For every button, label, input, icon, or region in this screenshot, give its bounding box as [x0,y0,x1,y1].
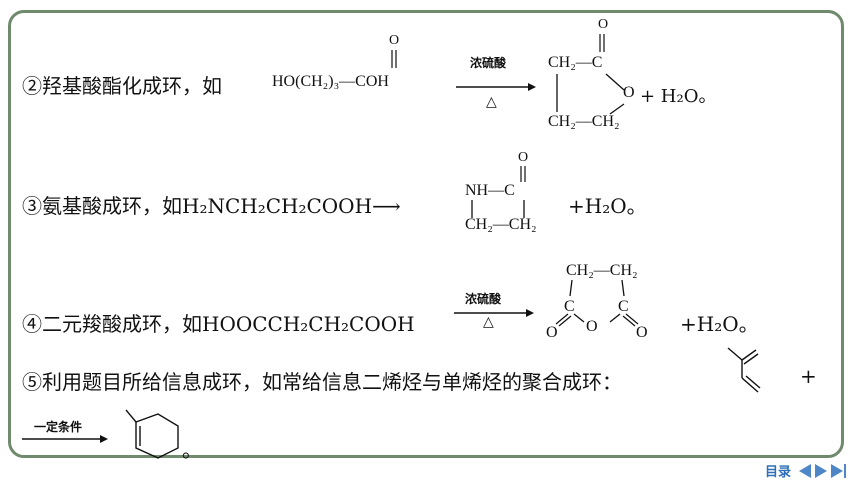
hydroxy-acid-formula: HO(CH₂)₃—COH [272,73,389,90]
plus-water-3: +H₂O。 [680,312,759,336]
carbonyl-o-label: O [389,33,400,48]
cyclohexene-structure [125,409,179,459]
anhydride-o-left: O [546,324,558,341]
lactam-o-top: O [518,150,529,165]
line-end-mark: 。 [182,438,202,462]
plus-water-2: +H₂O。 [568,194,647,218]
condition-bottom-2: △ [483,315,494,330]
lactone-double-bond [599,34,605,52]
anhydride-c-left: C [564,298,575,315]
lactone-ring-o: O [623,84,635,101]
line-diene-text: ⑤利用题目所给信息成环，如常给信息二烯烃与单烯烃的聚合成环： [22,370,622,394]
condition-top-1: 浓硫酸 [470,56,507,70]
reaction-arrow-2 [454,309,534,317]
condition-top-2: 浓硫酸 [465,292,502,306]
lactam-ring-bonds [471,200,525,218]
anhydride-o-mid: O [586,318,598,335]
content-frame [8,10,844,458]
lactone-top: CH₂—C [548,54,603,71]
slide-nav: 目录 [765,461,846,480]
condition-top-3: 一定条件 [34,420,83,434]
next-icon[interactable] [815,463,827,478]
line-hydroxy-acid-text: ②羟基酸酯化成环，如 [22,74,222,98]
anhydride-c-right: C [618,298,629,315]
reaction-arrow-3 [22,435,108,443]
line-amino-acid-text: ③氨基酸成环，如H₂NCH₂CH₂COOH⟶ [22,194,401,218]
prev-icon[interactable] [799,463,811,478]
last-icon[interactable] [831,463,846,478]
plus-water-1: + H₂O。 [640,86,717,107]
line-diacid-text: ④二元羧酸成环，如HOOCCH₂CH₂COOH [22,312,415,336]
anhydride-top: CH₂—CH₂ [566,262,638,279]
diene-structure [727,347,761,393]
condition-bottom-1: △ [486,95,497,110]
reaction-arrow-1 [456,83,536,91]
lactone-ring-bonds [556,73,625,115]
carbonyl-double-bond [391,50,397,68]
plus-sign: + [800,364,817,388]
lactam-top: NH—C [465,182,515,199]
lactone-bottom: CH₂—CH₂ [548,113,620,130]
lactam-double-bond [520,166,526,182]
toc-link[interactable]: 目录 [764,465,791,480]
lactam-bottom: CH₂—CH₂ [465,216,537,233]
lactone-o-top: O [598,17,609,32]
anhydride-bonds [555,279,639,327]
anhydride-o-right: O [636,324,648,341]
